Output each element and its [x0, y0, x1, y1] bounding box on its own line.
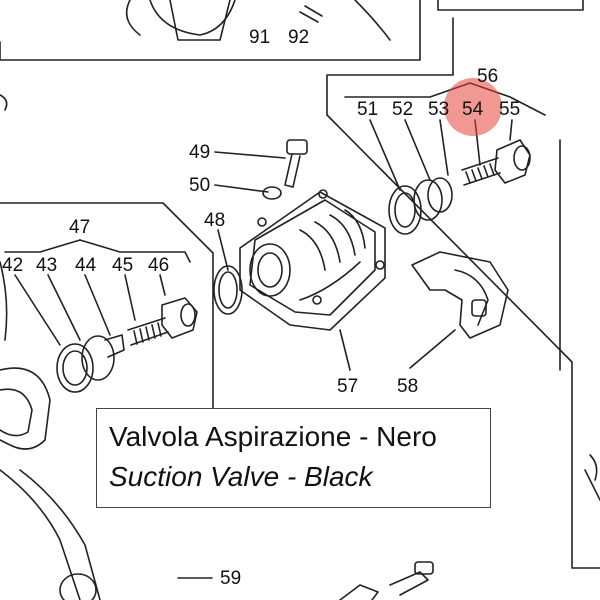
caption-box: Valvola Aspirazione - Nero Suction Valve…: [96, 408, 491, 508]
pump-head-frame: [326, 17, 600, 569]
part-48-oring: [213, 265, 243, 315]
left-valve-assembly: [56, 297, 198, 393]
callout-49: 49: [189, 142, 211, 163]
callout-59: 59: [220, 568, 242, 589]
caption-english: Suction Valve - Black: [109, 461, 373, 492]
left-assembly-frame: [0, 202, 214, 409]
callout-57: 57: [337, 376, 359, 397]
callout-45: 45: [112, 255, 134, 276]
callout-53: 53: [428, 99, 450, 120]
callout-46: 46: [148, 255, 170, 276]
part-49-bolt: [284, 139, 308, 188]
callout-51: 51: [357, 99, 379, 120]
part-50-washer: [262, 186, 282, 200]
top-left-frame: [0, 0, 421, 111]
callout-43: 43: [36, 255, 58, 276]
crank-part: [0, 367, 101, 600]
callout-55: 55: [499, 99, 521, 120]
callout-42: 42: [2, 255, 24, 276]
top-right-frame: [437, 0, 584, 11]
part-57-pump-head: [239, 189, 386, 331]
callout-52: 52: [392, 99, 414, 120]
callout-48: 48: [204, 210, 226, 231]
callout-50: 50: [189, 175, 211, 196]
callout-92: 92: [288, 27, 310, 48]
callout-47: 47: [69, 217, 91, 238]
callout-56: 56: [477, 66, 499, 87]
caption-italian: Valvola Aspirazione - Nero: [109, 421, 437, 452]
part-58-cover: [411, 251, 509, 339]
right-valve-assembly: [388, 139, 531, 235]
callout-44: 44: [75, 255, 97, 276]
callout-54: 54: [462, 99, 484, 120]
callout-58: 58: [397, 376, 419, 397]
part-48-oring-inner: [218, 271, 238, 309]
part-59-bits: [339, 561, 434, 600]
part-54-highlight: [444, 78, 502, 136]
leader-lines: [14, 119, 513, 579]
callout-91: 91: [249, 27, 271, 48]
